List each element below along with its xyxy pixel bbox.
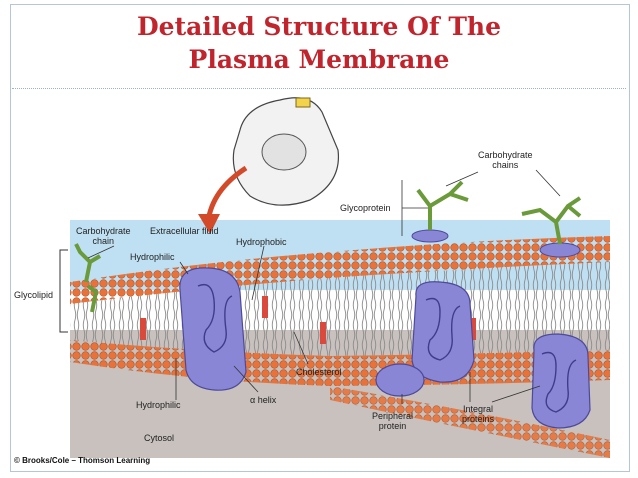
leader-line: [491, 385, 541, 403]
carbohydrate-chain: [86, 284, 99, 313]
label-peripheral-protein-line2: protein: [378, 421, 407, 431]
carbohydrate-chain: [521, 196, 582, 245]
label-integral-proteins-line1: Integral: [463, 404, 494, 414]
alpha-helix-right: [541, 351, 577, 413]
slide-title: Detailed Structure Of The Plasma Membran…: [0, 10, 638, 76]
glycoprotein: [539, 242, 581, 258]
label-peripheral-protein: Peripheral protein: [372, 411, 413, 431]
label-peripheral-protein-line1: Peripheral: [372, 411, 414, 421]
cholesterol: [262, 296, 268, 318]
zoom-arrow-head: [198, 214, 220, 234]
leader-line: [251, 245, 265, 301]
title-divider: [12, 88, 626, 89]
label-integral-proteins: Integral proteins: [462, 404, 494, 424]
label-alpha-helix: α helix: [250, 395, 277, 405]
title-line-1: Detailed Structure Of The: [136, 12, 501, 41]
label-carbohydrate-chain-line1: Carbohydrate: [76, 226, 131, 236]
leader-line: [233, 365, 259, 393]
membrane-front-edge: [330, 386, 610, 458]
label-carbohydrate-chain: Carbohydrate chain: [76, 226, 131, 246]
integral-protein-left: [179, 267, 247, 391]
leader-line: [179, 261, 189, 275]
label-glycolipid: Glycolipid: [14, 290, 54, 300]
peripheral-protein: [375, 363, 425, 397]
glycolipid-bracket: [59, 249, 68, 333]
copyright-credit: © Brooks/Cole – Thomson Learning: [14, 456, 151, 465]
label-hydrophilic-bottom: Hydrophilic: [136, 400, 181, 410]
alpha-helix-left: [197, 283, 233, 353]
integral-protein-right: [531, 333, 591, 429]
alpha-helix-middle: [425, 297, 461, 361]
leader-line: [535, 169, 561, 197]
cholesterol: [470, 318, 476, 340]
carbohydrate-chain: [74, 243, 102, 283]
label-hydrophilic-top: Hydrophilic: [130, 252, 175, 262]
label-carbohydrate-chains-line2: chains: [492, 160, 519, 170]
label-carbohydrate-chain-line2: chain: [92, 236, 115, 246]
slide-frame: [10, 4, 630, 472]
carbohydrate-chain: [416, 180, 469, 230]
label-hydrophobic: Hydrophobic: [236, 237, 287, 247]
cholesterol: [140, 318, 146, 340]
leader-line: [445, 171, 479, 187]
leader-line: [87, 245, 115, 259]
cell-nucleus: [261, 133, 307, 171]
glycoprotein: [411, 229, 449, 243]
leader-line: [293, 331, 309, 365]
label-carbohydrate-chains-line1: Carbohydrate: [478, 150, 533, 160]
label-carbohydrate-chains: Carbohydrate chains: [478, 150, 533, 170]
label-cholesterol: Cholesterol: [296, 367, 342, 377]
title-line-2: Plasma Membrane: [188, 45, 450, 74]
cholesterol: [320, 322, 326, 344]
label-glycoprotein: Glycoprotein: [340, 203, 391, 213]
integral-protein-middle: [411, 281, 475, 383]
label-extracellular-fluid: Extracellular fluid: [150, 226, 219, 236]
label-integral-proteins-line2: proteins: [462, 414, 495, 424]
label-cytosol: Cytosol: [144, 433, 175, 443]
highlight-box: [295, 97, 311, 108]
